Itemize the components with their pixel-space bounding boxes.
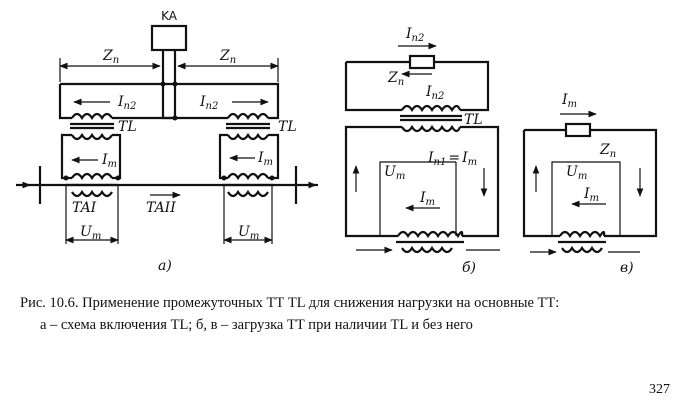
in2-label-top: Iп2 [405, 26, 424, 44]
caption-line-1: Рис. 10.6. Применение промежуточных ТТ T… [20, 295, 560, 311]
relay-ka [150, 24, 188, 52]
zn-label-left: Zп [102, 48, 119, 66]
tl-transformer-b: TL [400, 104, 483, 133]
in1-eq-it-label: Iп1=Iт [427, 150, 477, 168]
schematic-b: Iп2 Zп Iп2 TL Iп1=Iт Uт Iт [344, 26, 500, 276]
ta2-label: TAII [146, 200, 176, 216]
it-label-b: Iт [419, 190, 435, 208]
ut-label-v: Uт [566, 164, 587, 182]
label-v: в) [620, 260, 634, 276]
label-a: а) [158, 258, 172, 274]
tl-transformer-right: TL [226, 112, 297, 141]
schematic-v: Iт Zп Uт Iт в) [522, 92, 658, 276]
in2-label-right: Iп2 [199, 94, 218, 112]
page-number: 327 [649, 382, 670, 397]
caption-line-2: а – схема включения TL; б, в – загрузка … [40, 317, 473, 333]
it-label-left: Iт [101, 152, 117, 170]
in2-label-left: Iп2 [117, 94, 136, 112]
ut-label-b: Uт [384, 164, 405, 182]
zn-label-v: Zп [599, 142, 616, 160]
svg-text:TAI: TAI [72, 200, 97, 216]
relay-label: KA [161, 9, 178, 23]
ut-label-left: Uт [80, 224, 101, 242]
in2-label-b: Iп2 [425, 84, 444, 102]
label-b: б) [462, 260, 476, 276]
zn-label-right: Zп [219, 48, 236, 66]
ta1-transformer: TAI [63, 172, 121, 216]
zn-resistor-v [564, 122, 592, 138]
zn-resistor-b [408, 54, 436, 70]
zn-label-b: Zп [387, 70, 404, 88]
schematic-a: KA Zп Zп Iп2 Iп2 TL [16, 9, 318, 274]
figure-caption: Рис. 10.6. Применение промежуточных ТТ T… [20, 294, 680, 334]
it-label-v: Iт [583, 186, 599, 204]
svg-text:TL: TL [278, 119, 297, 135]
tl-transformer-left: TL [70, 112, 137, 141]
ta2-transformer [221, 172, 275, 198]
ta-transformer-b [396, 230, 464, 254]
svg-text:TL: TL [464, 112, 483, 128]
it-label-right: Iт [257, 150, 273, 168]
ut-label-right: Uт [238, 224, 259, 242]
svg-text:TL: TL [118, 119, 137, 135]
current-transformer-diagram: KA Zп Zп Iп2 Iп2 TL [16, 9, 658, 276]
it-label-top-v: Iт [561, 92, 577, 110]
ta-transformer-v [558, 230, 606, 254]
